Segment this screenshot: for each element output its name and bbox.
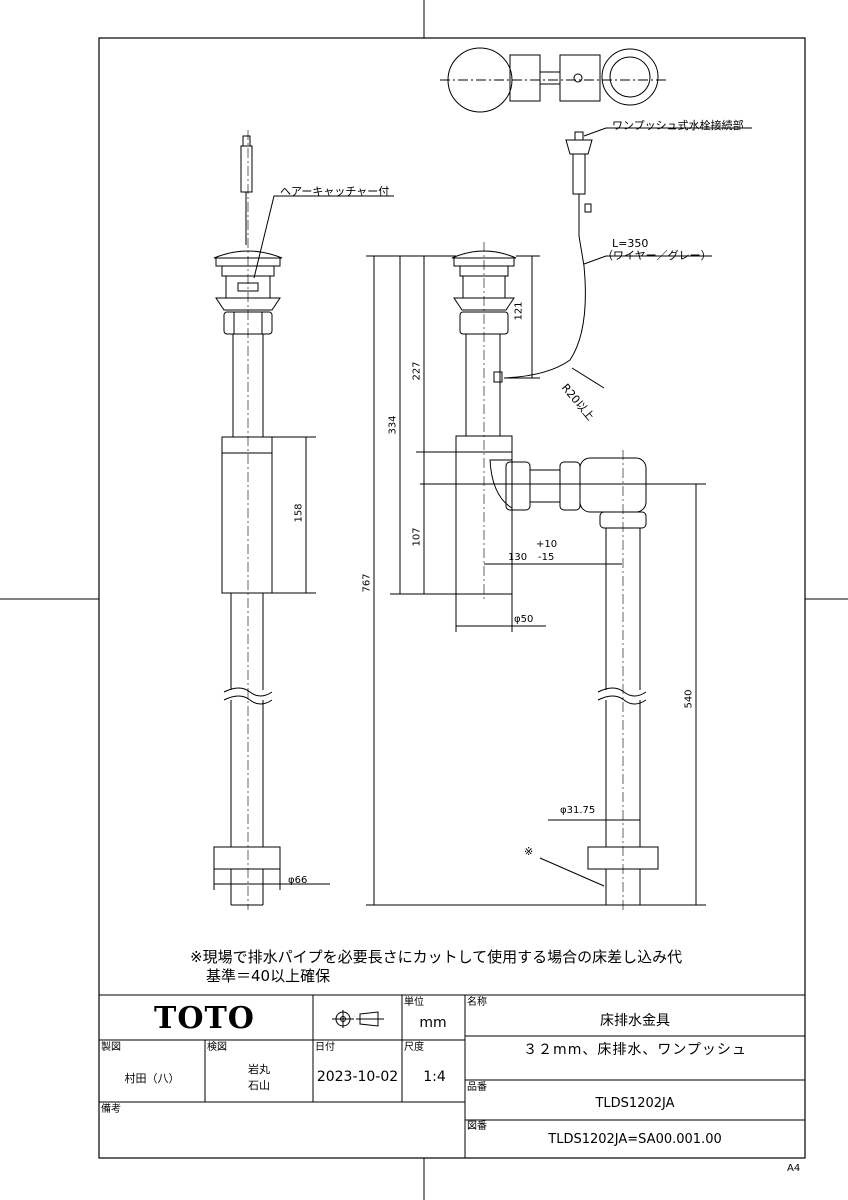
dim-227: 227 (411, 361, 423, 381)
wire-length-label: L=350 (612, 237, 649, 250)
name-subtitle: ３２mm、床排水、ワンプッシュ (523, 1042, 747, 1058)
asterisk-mark: ※ (524, 845, 534, 858)
date-header: 日付 (315, 1042, 335, 1053)
dia-50: φ50 (514, 614, 534, 625)
dim-121: 121 (513, 301, 525, 321)
right-view (247, 127, 752, 910)
scale-header: 尺度 (404, 1042, 424, 1053)
title-block-grid (99, 994, 805, 1158)
tol-minus: -15 (538, 552, 555, 563)
top-view (440, 47, 668, 113)
dia-3175: φ31.75 (560, 805, 596, 816)
drawing-no-value: TLDS1202JA=SA00.001.00 (548, 1132, 722, 1147)
hair-catcher-label: ヘアーキャッチャー付 (280, 185, 390, 198)
dim-767: 767 (361, 573, 373, 593)
dia-66: φ66 (288, 875, 308, 886)
checked-header: 検図 (207, 1042, 227, 1053)
dim-130: 130 (508, 552, 528, 563)
dim-107: 107 (411, 527, 423, 547)
note-line-2: 基準＝40以上確保 (206, 967, 331, 985)
one-push-label: ワンプッシュ式水栓接続部 (612, 119, 744, 132)
name-value: 床排水金具 (600, 1013, 670, 1029)
unit-value: mm (419, 1015, 447, 1031)
wire-desc-label: （ワイヤー／グレー） (602, 249, 712, 262)
drawn-header: 製図 (101, 1042, 121, 1053)
checked-value-2: 石山 (248, 1079, 270, 1092)
drawing-no-header: 図番 (467, 1121, 487, 1132)
drawn-value: 村田（八） (124, 1072, 180, 1085)
product-value: TLDS1202JA (595, 1096, 675, 1111)
paper-size: A4 (787, 1163, 801, 1174)
scale-value: 1:4 (423, 1069, 446, 1085)
checked-value-1: 岩丸 (248, 1063, 270, 1076)
unit-header: 単位 (404, 997, 424, 1008)
date-value: 2023-10-02 (316, 1069, 399, 1085)
drawing-frame (98, 37, 806, 1159)
tol-plus: +10 (536, 539, 558, 550)
dim-158: 158 (293, 503, 305, 523)
note-line-1: ※現場で排水パイプを必要長さにカットして使用する場合の床差し込み代 (190, 948, 683, 966)
toto-logo: TOTO (154, 1001, 255, 1036)
dim-540: 540 (683, 689, 695, 709)
product-header: 品番 (467, 1082, 487, 1093)
dim-334: 334 (387, 415, 399, 435)
name-header: 名称 (467, 997, 487, 1008)
remarks-header: 備考 (101, 1104, 121, 1115)
